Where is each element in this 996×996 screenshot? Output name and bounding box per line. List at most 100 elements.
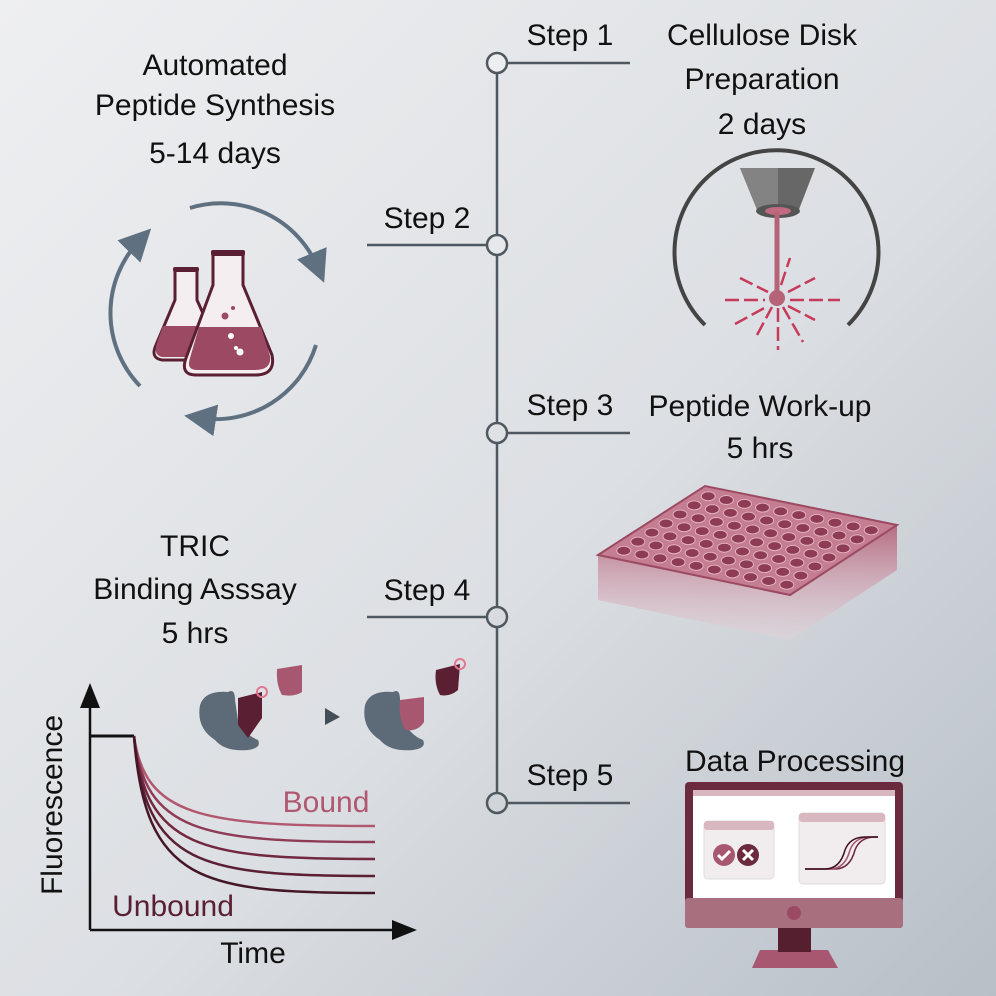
well [793,570,809,581]
well [736,498,752,509]
step-4-node [485,605,509,629]
flask-cycle-icon [108,201,327,437]
well [863,525,879,536]
well [684,547,700,558]
step-1-node [485,51,509,75]
arrow-icon [325,708,340,725]
well [791,510,807,521]
monitor-icon [685,782,903,968]
step-3-title: Peptide Work-up [649,390,872,423]
well [743,572,759,583]
well [652,553,668,564]
well [644,527,660,538]
well [686,500,702,511]
step-2-duration: 5-14 days [149,137,281,170]
well [658,518,674,529]
step-1-title: Preparation [684,63,839,96]
well [672,509,688,520]
step-3-label: Step 3 [527,389,614,422]
well [694,526,710,537]
y-axis-label: Fluorescence [36,715,69,895]
step-2-label: Step 2 [384,202,471,235]
step-4-duration: 5 hrs [162,617,229,650]
well [708,516,724,527]
well [666,544,682,555]
well [749,537,765,548]
well [799,535,815,546]
well [813,526,829,537]
well [775,566,791,577]
well [771,554,787,565]
sigmoid-curves [805,836,878,870]
fluorescence-graph: Bound Unbound Time Fluorescence [36,683,417,970]
decay-curve [132,735,376,895]
well [718,495,734,506]
well [779,579,795,590]
step-5-node [485,791,509,815]
unbound-label: Unbound [112,890,234,923]
well [690,513,706,524]
well [630,536,646,547]
well [817,539,833,550]
well [662,531,678,542]
well [670,557,686,568]
well [795,523,811,534]
well [803,548,819,559]
step-4-title: Binding Asssay [93,573,296,606]
well [712,529,728,540]
well [767,541,783,552]
step-2-title: Automated [142,49,287,82]
well [739,559,755,570]
well [807,561,823,572]
well [616,545,632,556]
decay-curve [132,735,376,828]
well [734,546,750,557]
decay-curve [132,735,376,861]
well [702,551,718,562]
well [648,540,664,551]
well [634,549,650,560]
well-plate-icon [595,484,900,640]
well [845,521,861,532]
well [831,530,847,541]
step-4-label: Step 4 [384,574,471,607]
step-5-title: Data Processing [685,745,905,778]
well [761,575,777,586]
well [716,542,732,553]
step-5-label: Step 5 [527,759,614,792]
well [773,506,789,517]
well [827,517,843,528]
decay-curve [132,735,376,844]
well [781,532,797,543]
well [763,528,779,539]
timeline [367,51,630,815]
well [809,513,825,524]
well [759,515,775,526]
well [698,538,714,549]
well [704,504,720,515]
well [726,520,742,531]
well [785,544,801,555]
binding-icon [199,658,466,751]
well [720,555,736,566]
step-3-node [485,421,509,445]
step-1-label: Step 1 [527,19,614,52]
well [821,552,837,563]
well [777,519,793,530]
step-2-node [485,233,509,257]
well [789,557,805,568]
well [755,502,771,513]
well [688,560,704,571]
well [722,507,738,518]
well [706,564,722,575]
step-1-title: Cellulose Disk [667,19,858,52]
well [730,533,746,544]
x-axis-label: Time [220,937,286,970]
well [835,543,851,554]
step-1-duration: 2 days [718,108,806,141]
well [700,491,716,502]
well [753,550,769,561]
step-3-duration: 5 hrs [727,432,794,465]
bound-label: Bound [283,786,370,819]
